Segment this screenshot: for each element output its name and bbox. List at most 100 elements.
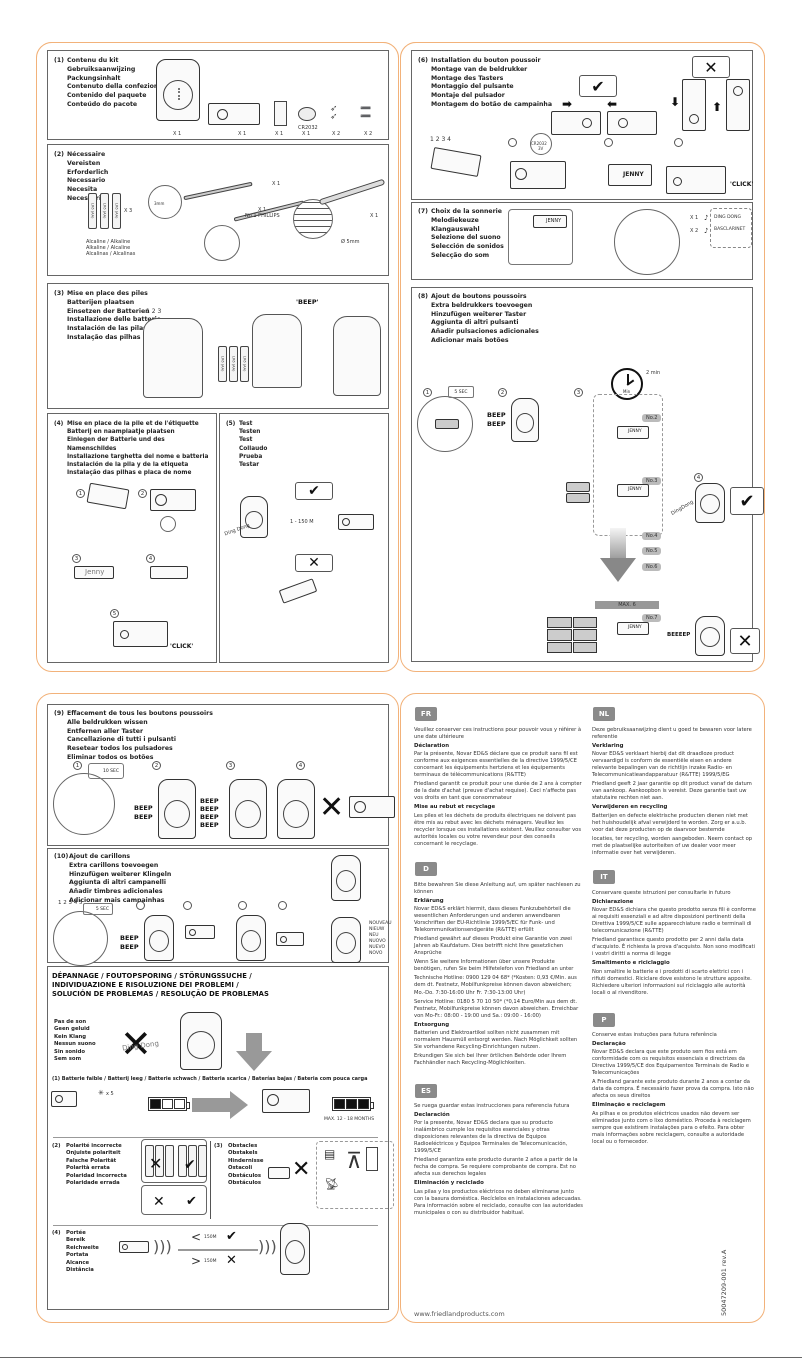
flash-icon: ✳ (98, 1089, 104, 1097)
step-3: 3 (574, 388, 583, 397)
step-5-circle (278, 901, 287, 910)
screwdriver-qty: X 1 (258, 207, 267, 213)
chime-unit-illustration (511, 398, 539, 442)
existing-chime-illustration (331, 855, 361, 901)
new-chime-illustration (331, 917, 361, 963)
beep-label: BEEP (134, 813, 153, 821)
coin-battery-illustration (298, 107, 316, 121)
melody-1-label: DING DONG (714, 215, 741, 220)
lang-badge-nl: NL (593, 707, 615, 721)
coin-detail (160, 516, 176, 532)
label-insert-illustration: JENNY (608, 164, 652, 186)
brick-wall-detail (293, 199, 333, 239)
steps-label: 1 2 3 4 5 (58, 900, 83, 906)
steps-label: 1 2 3 4 (430, 136, 451, 143)
cross-mark-icon: ✕ (153, 1194, 165, 1210)
timer-label: 2 min (646, 370, 661, 376)
qty-screws: X 2 (364, 131, 373, 137)
signal-waves-icon: ))) (258, 1237, 277, 1256)
flat-screwdriver-icon (183, 181, 253, 201)
lang-text-fr: Veuillez conserver ces instructions pour… (414, 727, 582, 847)
qty-plugs: X 2 (332, 131, 341, 137)
full-battery-icon (332, 1097, 374, 1111)
new-label: NEU (369, 933, 379, 938)
aa-battery-right (178, 1145, 187, 1177)
section-4-title: (4) Mise en place de la pile et de l'éti… (54, 421, 209, 477)
section-1-contents: (1) Contenu du kit Gebruiksaanwijzing Pa… (47, 50, 389, 140)
step-1-detail (417, 396, 473, 452)
label-insert-illustration: Jenny (74, 566, 114, 579)
push-button-illustration (268, 1167, 290, 1179)
arrow-right-gray (192, 1098, 230, 1112)
no7-badge: No.7 (642, 614, 662, 622)
cross-mark-icon: ✕ (319, 790, 345, 825)
section-10-title: (10) Ajout de carillons Extra carillons … (54, 853, 172, 904)
less-than-icon: < (191, 1230, 202, 1244)
check-mark-icon: ✔ (579, 75, 617, 97)
section-10-add-chimes: (10) Ajout de carillons Extra carillons … (47, 848, 392, 966)
range-gt-label: 150M (204, 1259, 217, 1264)
trouble-4-block: (4) Portée Bereik Reichweite Portata Alc… (52, 1230, 99, 1274)
cross-mark-icon: ✕ (226, 1253, 237, 1268)
melody-options-box (710, 208, 752, 248)
step-4: 4 (296, 761, 305, 770)
document-code: 50047209-001 rev.A (720, 1249, 728, 1316)
button-vertical-down (682, 79, 706, 131)
phillips-label: No 1 PHILLIPS (245, 213, 280, 219)
step-1-panel: JENNY (508, 209, 573, 265)
no5-badge: No.5 (642, 547, 662, 555)
aa-battery-right (188, 1145, 197, 1177)
name-label-illustration (274, 101, 287, 126)
chime-unit-illustration (240, 496, 268, 538)
aa-battery-wrong (155, 1145, 164, 1177)
section-5-test: (5) Test Testen Test Collaudo Prueba Tes… (219, 413, 389, 663)
chime-unit-illustration (236, 915, 266, 961)
step-3: 3 (72, 554, 81, 563)
chime-unit-illustration (229, 779, 267, 839)
section-6-button-install: (6) Installation du bouton poussoir Mont… (411, 50, 753, 200)
button-close-illustration (666, 166, 726, 194)
range-label: 1 - 150 M (290, 519, 314, 525)
divider (210, 1141, 211, 1219)
button-coin-illustration (150, 489, 196, 511)
down-gradient-arrow (610, 528, 626, 560)
section-2-title: (2) Nécessaire Vereisten Erforderlich Ne… (54, 151, 109, 202)
wall-plugs-icon: ➶➶ (330, 104, 338, 123)
check-mark-icon: ✔ (730, 487, 764, 515)
check-mark-icon: ✔ (186, 1194, 197, 1209)
aa-battery-icon: LR6 (AA) (88, 193, 97, 229)
lang-badge-d: D (415, 862, 437, 876)
button-open-illustration (430, 146, 482, 178)
lang-badge-it: IT (593, 870, 615, 884)
satellite-dish-icon: 📡︎ (324, 1177, 340, 1191)
cross-mark-icon: ✕ (295, 554, 333, 572)
section-7-title: (7) Choix de la sonnerie Melodiekeuze Kl… (418, 208, 504, 259)
no3-badge: No.3 (642, 477, 662, 485)
trouble-3-block: (3) Obstacles Obstakels Hindernisse Osta… (214, 1143, 264, 1187)
no6-badge: No.6 (642, 563, 662, 571)
lang-badge-fr: FR (415, 707, 437, 721)
section-3-insert-batteries: (3) Mise en place des piles Batterijen p… (47, 283, 389, 409)
beeeep-label: BEEEEP (667, 632, 691, 638)
cross-mark-icon: ✕ (149, 1154, 163, 1173)
screwdriver-qty: X 1 (272, 181, 281, 187)
click-label: 'CLICK' (170, 643, 194, 650)
steps-label: 1 2 3 (146, 308, 162, 315)
hand-holding-button-illustration (278, 578, 318, 604)
drill-icon (318, 178, 386, 206)
battery-compartment-illustration (252, 314, 302, 388)
phillips-screwdriver-detail (204, 225, 240, 261)
cross-mark-icon: ✕ (692, 56, 730, 78)
bricks-icon: ▤ (324, 1147, 336, 1161)
flat-size-label: 3mm (154, 201, 165, 206)
hands-opening-chime-illustration (143, 318, 203, 398)
section-1-title: (1) Contenu du kit Gebruiksaanwijzing Pa… (54, 57, 163, 108)
cross-mark-icon: ✕ (730, 628, 760, 654)
step-3: 3 (226, 761, 235, 770)
section-7-melody-select: (7) Choix de la sonnerie Melodiekeuze Kl… (411, 202, 753, 280)
website-link[interactable]: www.friedlandproducts.com (414, 1310, 505, 1318)
button-close-illustration (113, 621, 168, 647)
lang-badge-p: P (593, 1013, 615, 1027)
max-bar: MAX. 6 (595, 601, 659, 609)
lang-text-it: Conservare queste istruzioni per consult… (592, 890, 756, 996)
